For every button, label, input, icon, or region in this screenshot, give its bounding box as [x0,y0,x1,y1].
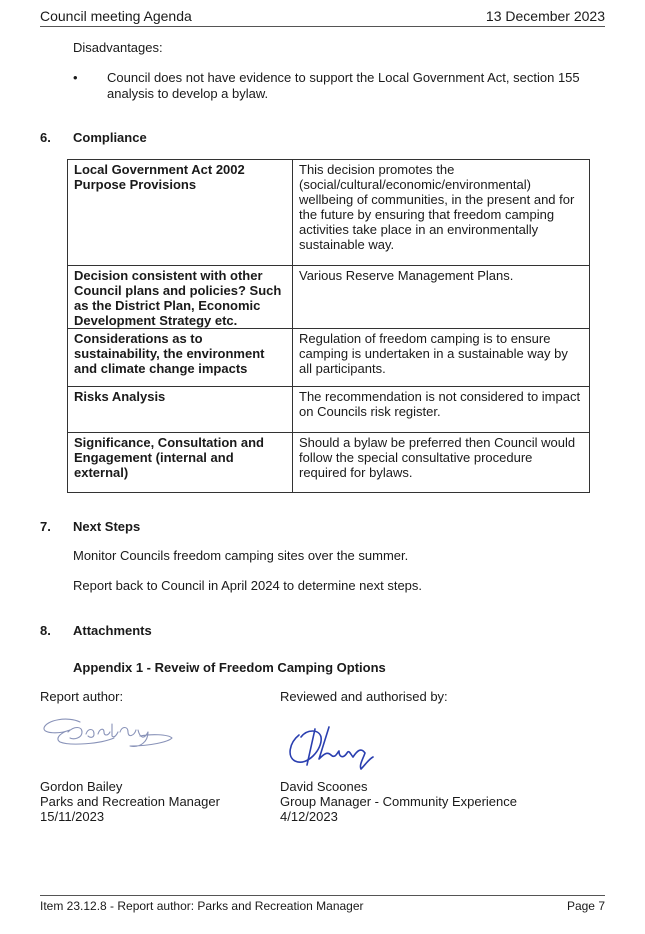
table-row: Risks Analysis The recommendation is not… [67,386,590,433]
compliance-key: Risks Analysis [67,386,293,433]
section-number-next-steps: 7. [40,519,51,534]
section-title-compliance: Compliance [73,130,147,145]
author-details: Gordon Bailey Parks and Recreation Manag… [40,779,220,824]
author-name: Gordon Bailey [40,779,123,794]
header-title: Council meeting Agenda [40,8,192,24]
author-signature-icon [43,718,173,747]
reviewer-name: David Scoones [280,779,368,794]
table-row: Local Government Act 2002 Purpose Provis… [67,159,590,266]
compliance-value: The recommendation is not considered to … [292,386,590,433]
compliance-value: Various Reserve Management Plans. [292,265,590,329]
compliance-value: Regulation of freedom camping is to ensu… [292,328,590,387]
reviewer-details: David Scoones Group Manager - Community … [280,779,517,824]
reviewer-date: 4/12/2023 [280,809,338,824]
compliance-key: Local Government Act 2002 Purpose Provis… [67,159,293,266]
appendix-title: Appendix 1 - Reveiw of Freedom Camping O… [73,660,386,675]
reviewer-label: Reviewed and authorised by: [280,689,448,704]
table-row: Significance, Consultation and Engagemen… [67,432,590,493]
footer-item: Item 23.12.8 - Report author: Parks and … [40,899,364,913]
reviewer-role: Group Manager - Community Experience [280,794,517,809]
author-date: 15/11/2023 [40,809,105,824]
disadvantage-item: Council does not have evidence to suppor… [107,70,580,101]
disadvantages-label: Disadvantages: [73,40,163,55]
section-title-attachments: Attachments [73,623,152,638]
footer-divider [40,895,605,896]
author-role: Parks and Recreation Manager [40,794,220,809]
compliance-key: Significance, Consultation and Engagemen… [67,432,293,493]
compliance-value: This decision promotes the (social/cultu… [292,159,590,266]
report-author-label: Report author: [40,689,124,704]
table-row: Considerations as to sustainability, the… [67,328,590,387]
compliance-key: Considerations as to sustainability, the… [67,328,293,387]
bullet-icon: • [73,70,78,85]
reviewer-signature-icon [289,726,374,770]
footer-page-number: Page 7 [566,899,605,913]
header-divider [40,26,605,27]
compliance-key: Decision consistent with other Council p… [67,265,293,329]
next-step-paragraph: Report back to Council in April 2024 to … [73,578,423,593]
compliance-table: Local Government Act 2002 Purpose Provis… [67,159,590,493]
header-date: 13 December 2023 [485,8,605,24]
section-number-compliance: 6. [40,130,51,145]
next-step-paragraph: Monitor Councils freedom camping sites o… [73,548,409,563]
table-row: Decision consistent with other Council p… [67,265,590,329]
compliance-value: Should a bylaw be preferred then Council… [292,432,590,493]
section-number-attachments: 8. [40,623,51,638]
section-title-next-steps: Next Steps [73,519,141,534]
